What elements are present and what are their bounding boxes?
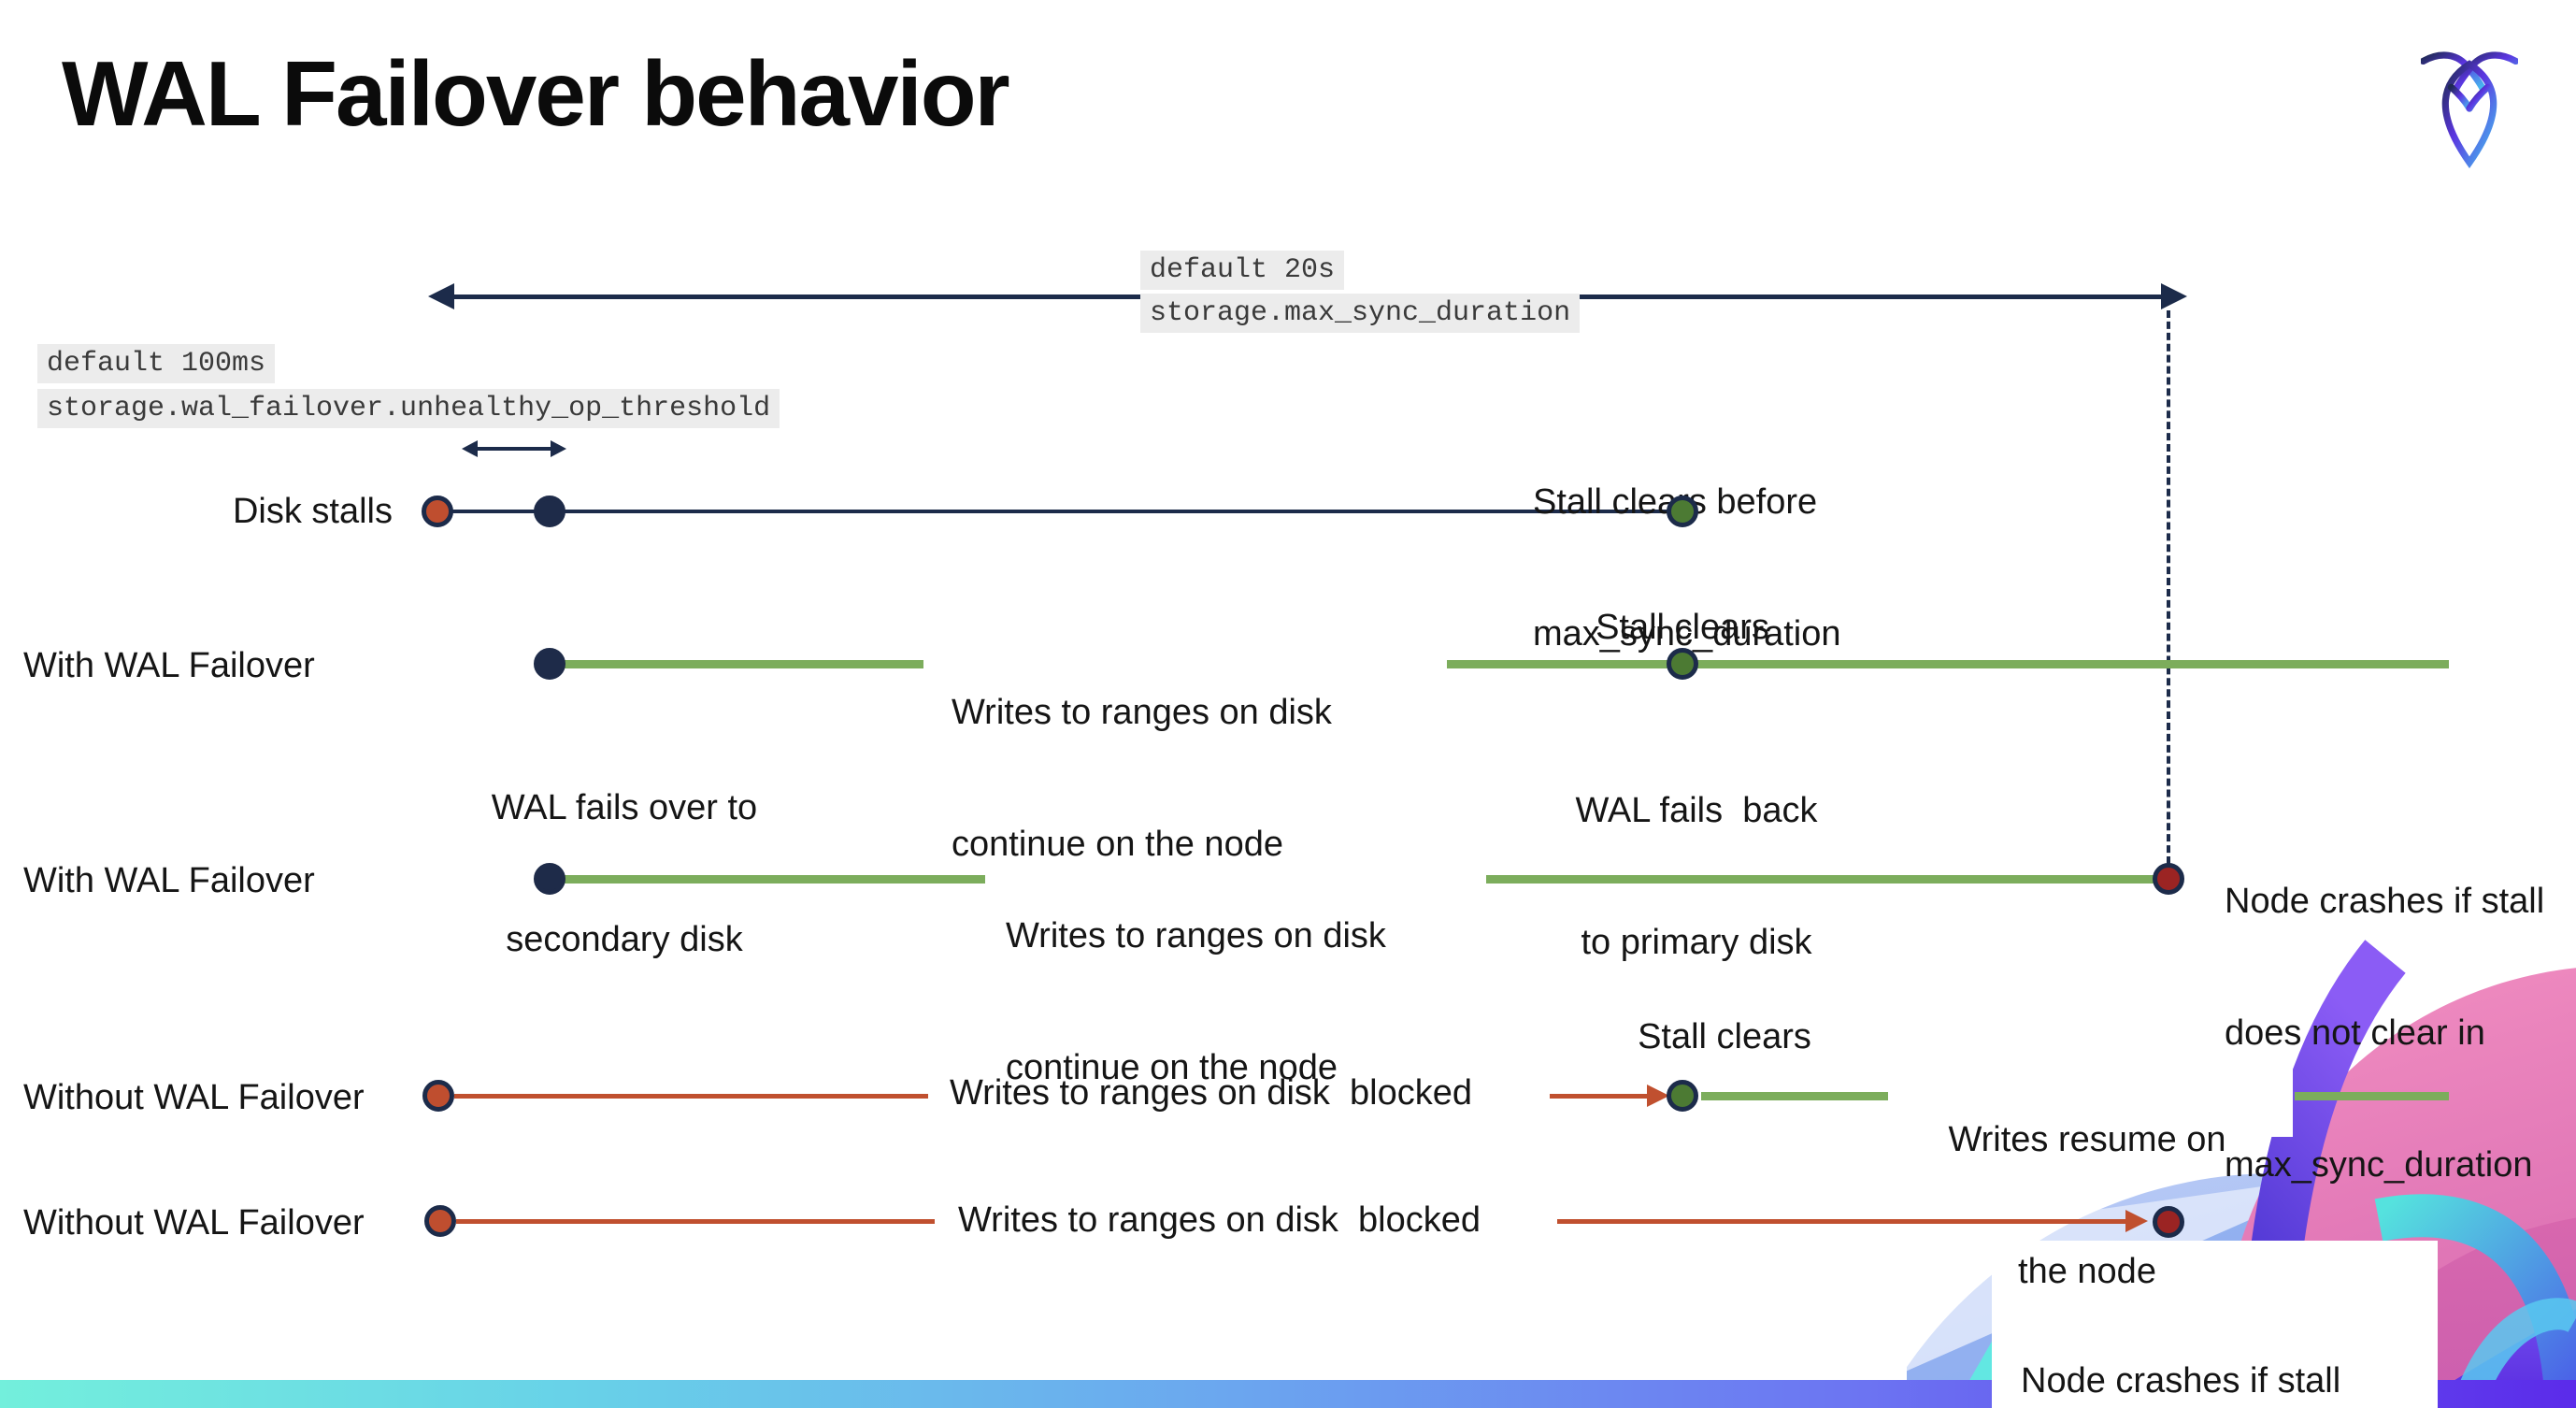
green-line-row2-b — [1447, 660, 2449, 668]
red-line-row5-a — [456, 1219, 935, 1224]
writes-resume-note-line2: the node — [2018, 1252, 2156, 1291]
red-arrowhead-row4-icon — [1647, 1085, 1669, 1107]
disk-stall-start-dot — [422, 496, 453, 527]
crash-note-row3-line3: max_sync_duration — [2225, 1145, 2533, 1185]
row-label-disk-stalls: Disk stalls — [232, 492, 393, 531]
node-crash-dot-row3 — [2153, 863, 2184, 895]
crash-note-row3-line1: Node crashes if stall — [2225, 882, 2545, 921]
green-line-row3-a — [557, 875, 985, 884]
row-label-with-wal-failover-1: With WAL Failover — [23, 646, 315, 685]
crash-note-backdrop — [1992, 1241, 2438, 1408]
writes-continue-note-row3-line1: Writes to ranges on disk — [1006, 916, 1386, 955]
stall-clears-before-note-line2: max_sync_duration — [1533, 614, 1841, 654]
max-sync-default-callout: default 20s — [1140, 251, 1345, 290]
disk-stall-timeline-line — [437, 510, 1682, 513]
threshold-setting-callout: storage.wal_failover.unhealthy_op_thresh… — [37, 389, 780, 428]
red-line-row5-b — [1557, 1219, 2125, 1224]
failover-dot-row3 — [534, 863, 565, 895]
stall-clears-dot-row1 — [1667, 496, 1698, 527]
stall-start-dot-row5 — [424, 1205, 456, 1237]
resume-note-backdrop — [1949, 1017, 2293, 1137]
failover-note-line2: secondary disk — [506, 920, 743, 959]
green-line-row4-a — [1701, 1092, 1888, 1100]
failback-note-line1: WAL fails back — [1575, 791, 1818, 830]
stall-clears-dot-row4 — [1667, 1080, 1698, 1112]
green-line-row2-a — [557, 660, 923, 668]
stall-start-dot-row4 — [422, 1080, 454, 1112]
writes-continue-note-row3-line2: continue on the node — [1006, 1048, 1338, 1087]
stall-clears-label-row4: Stall clears — [1638, 1017, 1811, 1056]
failover-trigger-dot — [534, 496, 565, 527]
row-label-without-wal-failover-1: Without WAL Failover — [23, 1078, 365, 1117]
failover-dot-row2 — [534, 648, 565, 680]
row-label-with-wal-failover-2: With WAL Failover — [23, 861, 315, 900]
threshold-span-line — [477, 447, 551, 451]
writes-blocked-note-row4: Writes to ranges on disk blocked — [950, 1073, 1473, 1113]
failback-note-line2: to primary disk — [1581, 923, 1812, 962]
stall-clears-dot-row2 — [1667, 648, 1698, 680]
arrowhead-left-icon — [428, 283, 454, 309]
threshold-arrowhead-right-icon — [551, 440, 566, 457]
writes-continue-note-row2-line2: continue on the node — [952, 825, 1283, 864]
threshold-default-callout: default 100ms — [37, 344, 276, 383]
page-title: WAL Failover behavior — [62, 42, 1010, 145]
red-line-row4 — [454, 1094, 928, 1099]
stall-clears-label-row2: Stall clears — [1596, 608, 1769, 647]
red-arrowhead-row5-icon — [2125, 1210, 2148, 1232]
threshold-arrowhead-left-icon — [462, 440, 478, 457]
green-line-row4-b — [2295, 1092, 2449, 1100]
failover-note-line1: WAL fails over to — [491, 788, 758, 827]
max-sync-setting-callout: storage.max_sync_duration — [1140, 294, 1581, 333]
crash-note-row5-line1: Node crashes if stall — [2021, 1361, 2341, 1401]
green-line-row3-b — [1486, 875, 2154, 884]
writes-continue-note-row2-line1: Writes to ranges on disk — [952, 693, 1332, 732]
cockroachdb-logo-icon — [2421, 51, 2518, 168]
red-arrow-line-row4 — [1550, 1094, 1647, 1099]
writes-resume-note-line1: Writes resume on — [1948, 1120, 2226, 1159]
max-sync-deadline-dashed-line — [2167, 310, 2170, 864]
crash-note-row3-line2: does not clear in — [2225, 1013, 2485, 1053]
arrowhead-right-icon — [2161, 283, 2187, 309]
writes-blocked-note-row5: Writes to ranges on disk blocked — [958, 1200, 1481, 1240]
node-crash-dot-row5 — [2153, 1206, 2184, 1238]
row-label-without-wal-failover-2: Without WAL Failover — [23, 1203, 365, 1243]
